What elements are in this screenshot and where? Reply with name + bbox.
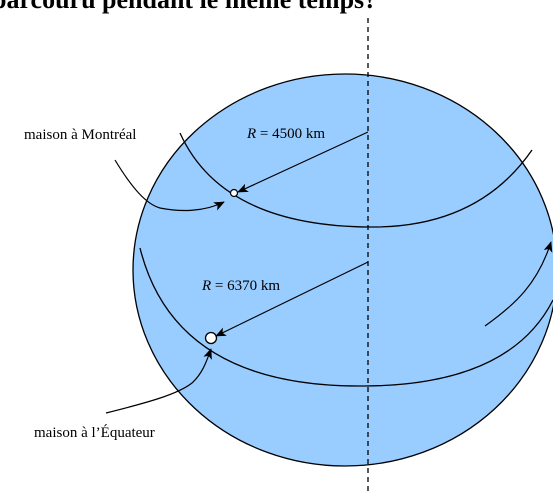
montreal-latitude-line [179,132,533,228]
earth-sphere [132,73,553,467]
question-caption: parcouru pendant le même temps? [0,0,377,14]
equator-house-label: maison à l’Équateur [34,424,155,441]
montreal-house-marker [229,188,239,198]
equator-house-marker [204,331,218,345]
rotation-direction-arrow [484,241,553,327]
equator-line [139,247,553,387]
equator-radius-arrow [215,261,369,337]
equator-radius-label: R = 6370 km [201,278,280,294]
montreal-callout-arrow [114,159,225,212]
equator-callout-arrow [105,348,212,414]
montreal-radius-arrow [237,131,369,193]
montreal-radius-label: R = 4500 km [246,126,325,142]
montreal-house-label: maison à Montréal [24,127,136,143]
